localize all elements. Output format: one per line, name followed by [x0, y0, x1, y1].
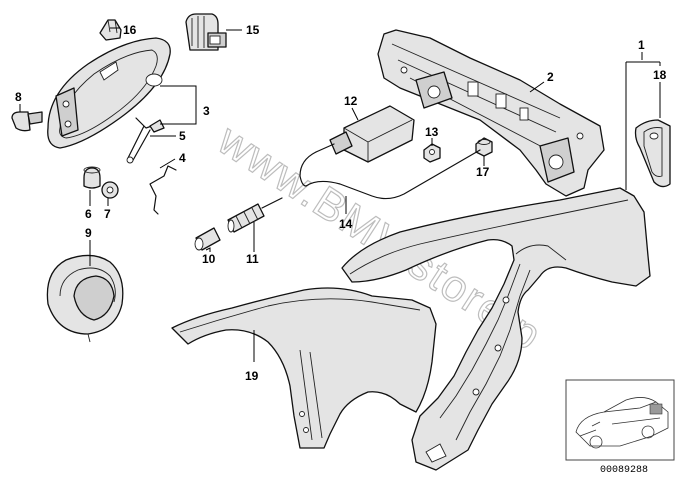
part-13-screw — [423, 143, 441, 163]
part-18-trim-piece — [634, 119, 671, 188]
callout-labels: 1 2 3 4 5 6 7 8 9 10 11 12 13 14 15 16 1… — [15, 23, 667, 383]
part-19-side-panel-front — [171, 287, 437, 449]
callout-2: 2 — [547, 70, 554, 84]
callout-15: 15 — [246, 23, 260, 37]
part-4-rod — [149, 165, 177, 215]
callout-11: 11 — [246, 252, 259, 266]
thumbnail-frame — [565, 379, 675, 461]
document-number: 00089288 — [600, 465, 648, 476]
part-11-cable-end — [227, 197, 283, 233]
part-3-filler-flap — [47, 37, 171, 149]
car-outline-icon — [575, 397, 669, 449]
callout-5: 5 — [179, 129, 186, 143]
part-2-rear-panel — [377, 29, 605, 197]
part-10-sleeve — [194, 227, 221, 251]
callout-7: 7 — [104, 207, 111, 221]
part-12-actuator — [315, 105, 415, 163]
callout-4: 4 — [179, 151, 186, 165]
callout-6: 6 — [85, 207, 92, 221]
part-15-connector — [185, 13, 227, 51]
part-8-bolt — [11, 111, 43, 132]
callout-14: 14 — [339, 217, 353, 231]
part-7-nut — [101, 181, 119, 199]
callout-19: 19 — [245, 369, 259, 383]
callout-9: 9 — [85, 226, 92, 240]
part-17-clip — [475, 137, 493, 157]
car-thumbnail-inset — [565, 379, 675, 461]
callout-16: 16 — [123, 23, 137, 37]
callout-1: 1 — [638, 38, 645, 52]
callout-10: 10 — [202, 252, 216, 266]
callout-3: 3 — [203, 104, 210, 118]
part-1-side-panel-rear — [341, 187, 651, 471]
callout-13: 13 — [425, 125, 439, 139]
part-9-fuel-cap — [46, 254, 124, 343]
part-6-grommet — [83, 166, 101, 189]
callout-18: 18 — [653, 68, 667, 82]
callout-17: 17 — [476, 165, 490, 179]
callout-12: 12 — [344, 94, 358, 108]
callout-8: 8 — [15, 90, 22, 104]
part-14-cable — [299, 149, 481, 200]
part-16-cap — [99, 19, 122, 41]
part-5-hinge — [126, 117, 165, 164]
leader-lines — [19, 27, 661, 362]
